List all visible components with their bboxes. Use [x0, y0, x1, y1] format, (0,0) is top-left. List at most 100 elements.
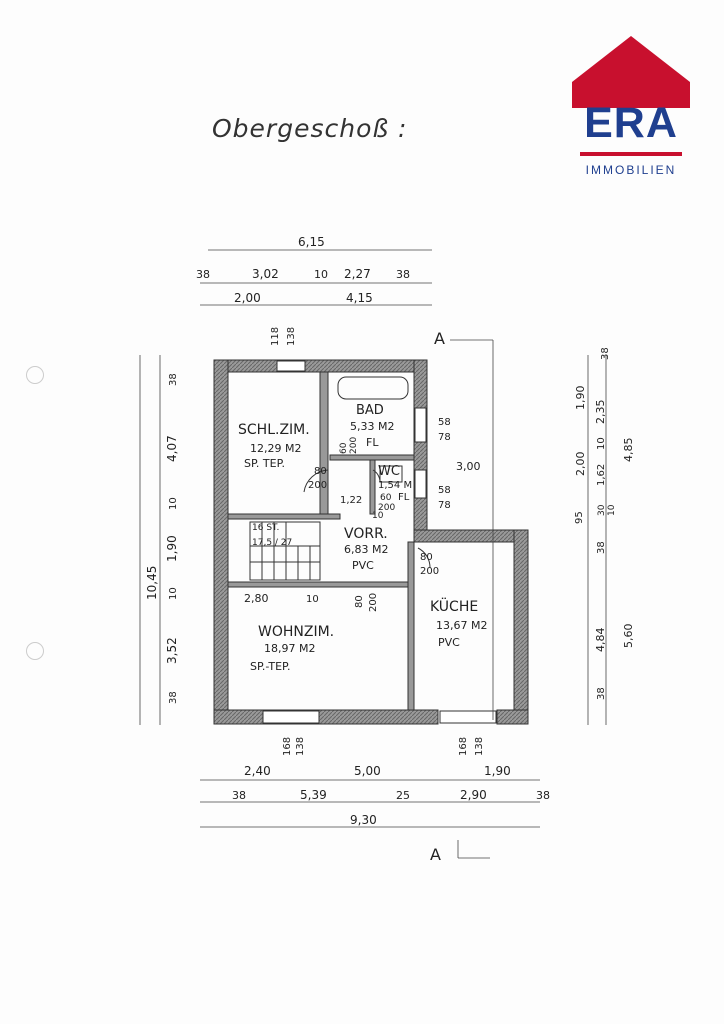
dim-right-n: 38 [596, 687, 607, 700]
room-name: BAD [356, 403, 384, 418]
dim-top-g: 4,15 [346, 291, 373, 305]
room-area: 18,97 M2 [264, 642, 315, 655]
door-kueche-h: 200 [420, 566, 439, 577]
dim-right-k: 38 [596, 541, 607, 554]
room-name: VORR. [344, 526, 388, 542]
wohn-width: 2,80 [244, 592, 269, 605]
section-marker-top: A [434, 329, 445, 348]
room-bad: BAD 5,33 M2 FL [350, 403, 394, 449]
wohn-10: 10 [306, 594, 319, 605]
room-schlafzimmer: SCHL.ZIM. 12,29 M2 SP. TEP. [238, 422, 310, 470]
dim-right-h: 30 [597, 504, 607, 516]
room-kueche: KÜCHE 13,67 M2 PVC [430, 597, 487, 649]
logo-wordmark: ERA [584, 99, 678, 147]
dim-bottom-r1-c: 1,90 [484, 764, 511, 778]
section-marker-bottom: A [430, 845, 441, 864]
dim-right-d: 10 [596, 437, 607, 450]
door-wohn-h: 200 [368, 593, 379, 612]
washbasin [379, 465, 403, 483]
dim-top-total: 6,15 [298, 235, 325, 249]
room-name: WOHNZIM. [258, 624, 334, 640]
dim-bottom-win2-a: 168 [458, 737, 469, 756]
win-wc-w: 58 [438, 485, 451, 496]
dim-right-a: 38 [600, 347, 611, 360]
vorr-width: 1,22 [340, 495, 362, 506]
door-swings [303, 469, 431, 569]
door-wc-w: 60 [380, 493, 392, 503]
dim-right-g: 1,62 [596, 464, 607, 486]
room-floor: FL [398, 492, 410, 503]
staircase [249, 521, 321, 581]
dim-left-b: 4,07 [165, 435, 179, 462]
room-floor: PVC [352, 559, 374, 572]
room-area: 6,83 M2 [344, 543, 388, 556]
room-floor: SP. TEP. [244, 457, 285, 470]
punch-hole-top [26, 366, 44, 384]
dim-bottom-r2-d: 2,90 [460, 788, 487, 802]
dim-left-f: 3,52 [165, 637, 179, 664]
logo-bar [580, 152, 682, 156]
dim-bottom-win1-a: 168 [282, 737, 293, 756]
door-schl-w: 80 [314, 466, 327, 477]
dim-bottom-r1-a: 2,40 [244, 764, 271, 778]
dim-top-e: 38 [396, 268, 410, 281]
room-floor: SP.-TEP. [250, 660, 290, 673]
dim-top-f: 2,00 [234, 291, 261, 305]
windows [262, 360, 497, 724]
dim-top-d: 2,27 [344, 267, 371, 281]
dim-right-m: 5,60 [622, 624, 635, 649]
room-area: 13,67 M2 [436, 619, 487, 632]
era-logo: ERA IMMOBILIEN [572, 36, 690, 181]
dimension-lines [139, 249, 607, 859]
dim-left-c: 10 [168, 497, 179, 510]
door-wc-h: 200 [378, 503, 395, 513]
dim-right-j: 95 [574, 511, 585, 524]
logo-subtitle: IMMOBILIEN [585, 163, 677, 177]
door-kueche-w: 80 [420, 552, 433, 563]
dim-right-i: 10 [607, 504, 617, 516]
room-floor: PVC [438, 636, 460, 649]
dim-right-l: 4,84 [594, 628, 607, 653]
dim-right-b: 1,90 [574, 386, 587, 411]
room-area: 1,54 M [378, 480, 412, 491]
room-floor: FL [366, 436, 379, 449]
door-bad-w: 60 [339, 442, 349, 454]
dim-bottom-total: 9,30 [350, 813, 377, 827]
dim-top-c: 10 [314, 268, 328, 281]
dim-left-total: 10,45 [145, 566, 159, 600]
win-bad-w: 58 [438, 417, 451, 428]
dim-top-b: 3,02 [252, 267, 279, 281]
interior-walls [227, 371, 415, 711]
room-area: 5,33 M2 [350, 420, 394, 433]
door-bad-h: 200 [349, 437, 359, 454]
stairs-steps: 16 ST. [252, 523, 279, 533]
room-vorraum: VORR. 6,83 M2 PVC [344, 526, 388, 572]
room-wc: WC 1,54 M FL [378, 464, 412, 503]
bathtub [337, 376, 409, 400]
ext-300: 3,00 [456, 460, 481, 473]
win-wc-h: 78 [438, 500, 451, 511]
dim-bottom-win1-b: 138 [295, 737, 306, 756]
dim-bottom-r2-e: 38 [536, 789, 550, 802]
room-wohnzimmer: WOHNZIM. 18,97 M2 SP.-TEP. [250, 624, 334, 673]
dim-bottom-r2-a: 38 [232, 789, 246, 802]
door-schl-h: 200 [308, 480, 327, 491]
vorr-10: 10 [372, 511, 384, 521]
dim-top-a: 38 [196, 268, 210, 281]
room-area: 12,29 M2 [250, 442, 301, 455]
room-name: SCHL.ZIM. [238, 422, 310, 438]
dim-right-e: 4,85 [622, 438, 635, 463]
dim-left-g: 38 [168, 691, 179, 704]
dim-right-c: 2,35 [594, 400, 607, 425]
win-bad-h: 78 [438, 432, 451, 443]
dim-left-d: 1,90 [165, 535, 179, 562]
roof-icon [572, 36, 690, 108]
room-name: WC [378, 464, 400, 479]
stairs-ratio: 17,5 / 27 [252, 538, 292, 548]
dim-bottom-r2-b: 5,39 [300, 788, 327, 802]
dim-left-a: 38 [168, 373, 179, 386]
floor-plan-title: Obergeschoß : [212, 114, 408, 143]
dim-left-e: 10 [168, 587, 179, 600]
dim-bottom-win2-b: 138 [474, 737, 485, 756]
